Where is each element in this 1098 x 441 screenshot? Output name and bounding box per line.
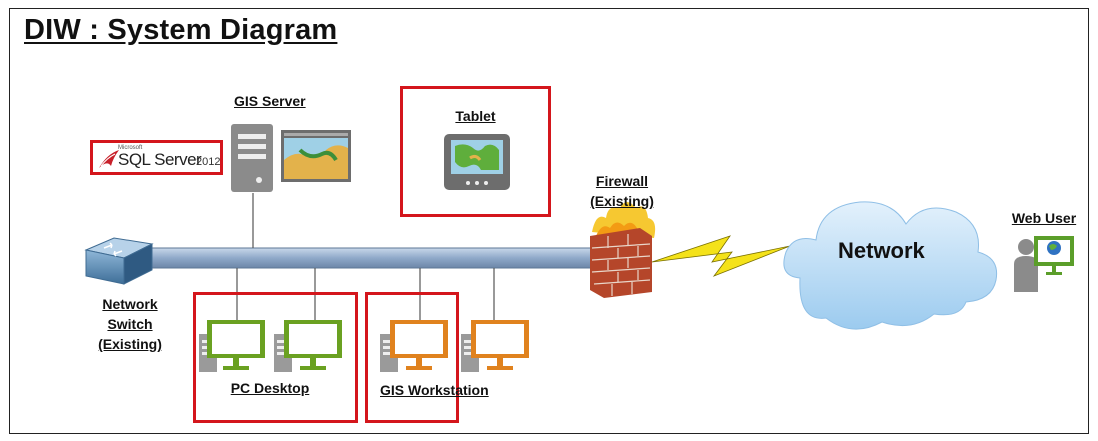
wireless-link-icon: [651, 235, 791, 277]
highlight-pc-desktop: [193, 292, 358, 423]
web-user-icon: [1014, 236, 1074, 292]
tablet-label: Tablet: [455, 108, 496, 124]
gis-workstation-1-icon: [380, 320, 448, 372]
highlight-sql-server: [90, 140, 223, 175]
firewall-label-line1: Firewall: [595, 173, 649, 189]
pc-desktop-1-icon: [199, 320, 265, 372]
switch-label-line3: (Existing): [98, 336, 162, 352]
sql-logo-version: 2012: [196, 156, 221, 168]
network-switch-label: Network Switch (Existing): [84, 294, 176, 354]
firewall-label: Firewall (Existing): [574, 171, 670, 211]
gis-server-label: GIS Server: [234, 93, 306, 109]
firewall-icon: [590, 202, 656, 298]
highlight-gis-workstation: [365, 292, 459, 423]
gis-map-window-icon: [281, 130, 351, 182]
sql-logo-product: SQL Server: [118, 150, 202, 169]
web-user-label: Web User: [1011, 210, 1077, 226]
network-switch-icon: [84, 237, 154, 285]
pc-desktop-label: PC Desktop: [230, 380, 310, 396]
gis-workstation-label: GIS Workstation: [380, 382, 489, 398]
server-tower-icon: [231, 124, 273, 192]
sql-server-logo-mark: [99, 150, 119, 168]
network-cloud-label: Network: [838, 238, 925, 263]
gis-workstation-2-icon: [461, 320, 529, 372]
highlight-tablet: [400, 86, 551, 217]
firewall-label-line2: (Existing): [590, 193, 654, 209]
sql-logo-vendor: Microsoft: [118, 145, 143, 151]
network-cloud-icon: [783, 201, 998, 330]
diagram-frame: [9, 8, 1089, 434]
switch-label-line1: Network: [102, 296, 158, 312]
tablet-icon: [444, 134, 510, 190]
diagram-title: DIW : System Diagram: [24, 14, 338, 46]
sql-server-logo: [97, 146, 221, 174]
pc-desktop-2-icon: [274, 320, 342, 372]
switch-label-line2: Switch: [107, 316, 153, 332]
network-backbone: [129, 247, 611, 269]
